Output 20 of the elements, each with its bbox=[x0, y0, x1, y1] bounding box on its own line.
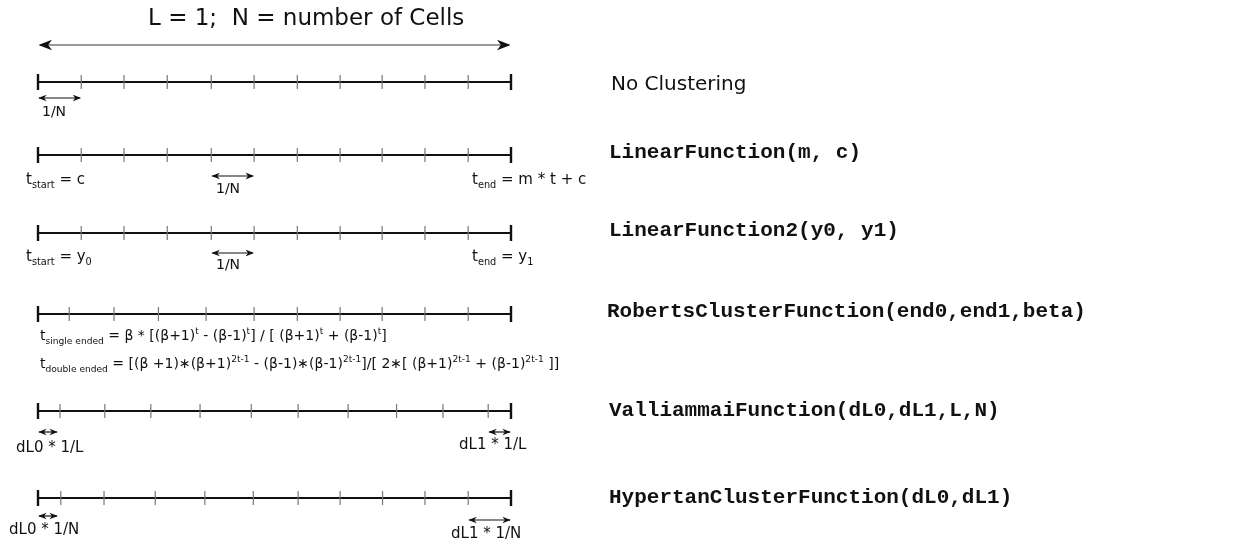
function-name: RobertsClusterFunction(end0,end1,beta) bbox=[607, 300, 1086, 324]
dimension-label: 1/N bbox=[216, 257, 241, 273]
formula: t$_{end}$ = y$_{1}$ bbox=[472, 248, 534, 265]
dimension-label: dL0 * 1/N bbox=[9, 521, 80, 538]
dimension-label: dL0 * 1/L bbox=[16, 439, 84, 456]
formula: t$_{start}$ = y$_{0}$ bbox=[26, 248, 92, 265]
function-name: HypertanClusterFunction(dL0,dL1) bbox=[609, 486, 1013, 510]
dimension-label: 1/N bbox=[42, 104, 67, 120]
dimension-label: 1/N bbox=[216, 181, 241, 197]
formula: t$_{single ended}$ = β * [(β+1)$^{t}$ - (β-1)$^{t}$] / [ (β+1)$^{t}$ + (β-1)$^{t}$] bbox=[40, 328, 387, 344]
function-name: LinearFunction(m, c) bbox=[609, 141, 862, 165]
formula: t$_{start}$ = c bbox=[26, 171, 85, 188]
dimension-label: dL1 * 1/N bbox=[451, 525, 522, 542]
formula: t$_{end}$ = m * t + c bbox=[472, 171, 587, 188]
heading: L = 1; N = number of Cells bbox=[148, 5, 465, 31]
dimension-label: dL1 * 1/L bbox=[459, 436, 527, 453]
function-name: LinearFunction2(y0, y1) bbox=[609, 219, 899, 243]
formula: t$_{double ended}$ = [(β +1)∗(β+1)$^{2t-1}$ - (β-1)∗(β-1)$^{2t-1}$]/[ 2∗[ (β+1)$^{2t-1}$ + (β-1)$^{2t-1}$ ]] bbox=[40, 356, 560, 372]
method-name: No Clustering bbox=[611, 72, 747, 94]
function-name: ValliammaiFunction(dL0,dL1,L,N) bbox=[609, 399, 1000, 423]
